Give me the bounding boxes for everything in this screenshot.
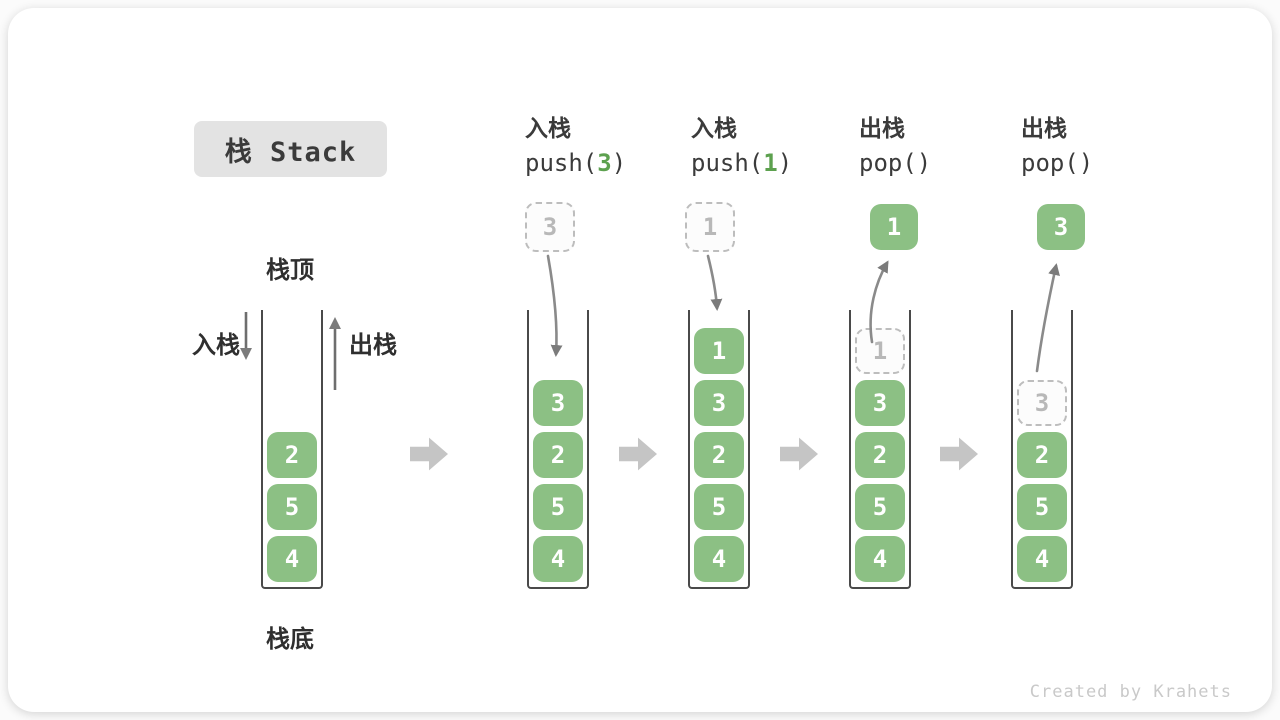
code-post: )	[1078, 149, 1094, 177]
op-header-pop-3: 出栈 pop()	[1021, 114, 1191, 180]
op-label: 出栈	[1021, 116, 1067, 142]
stack-cell: 2	[533, 432, 583, 478]
stack-cell: 4	[1017, 536, 1067, 582]
code-pre: push(	[525, 149, 598, 177]
stack-cell: 5	[694, 484, 744, 530]
code-pre: pop(	[859, 149, 917, 177]
stack-cell: 5	[1017, 484, 1067, 530]
next-state-arrow-icon	[780, 437, 818, 471]
stack-cell: 2	[855, 432, 905, 478]
stack-frame-2	[527, 310, 589, 589]
op-header-push-3: 入栈 push(3)	[525, 114, 695, 180]
float-cell-pop-3: 3	[1037, 204, 1085, 250]
next-state-arrow-icon	[940, 437, 978, 471]
float-cell-pop-1: 1	[870, 204, 918, 250]
stack-frame-1	[261, 310, 323, 589]
diagram-card: 栈 Stack 入栈 push(3) 入栈 push(1) 出栈 pop() 出…	[8, 8, 1272, 712]
op-label: 入栈	[525, 116, 571, 142]
stack-bottom-label: 栈底	[266, 625, 314, 653]
stack-top-label: 栈顶	[266, 256, 314, 284]
watermark: Created by Krahets	[1029, 682, 1232, 702]
code-post: )	[777, 149, 793, 177]
stack-cell: 3	[694, 380, 744, 426]
code-pre: push(	[691, 149, 764, 177]
code-arg: 1	[763, 149, 778, 177]
stack-cell-popped: 3	[1017, 380, 1067, 426]
stack-cell: 1	[694, 328, 744, 374]
code-arg: 3	[597, 149, 612, 177]
stack-frame-5	[1011, 310, 1073, 589]
stack-cell: 3	[533, 380, 583, 426]
op-header-pop-1: 出栈 pop()	[859, 114, 1029, 180]
op-label: 入栈	[691, 116, 737, 142]
code-post: )	[611, 149, 627, 177]
code-pre: pop(	[1021, 149, 1079, 177]
op-code: push(3)	[525, 146, 695, 180]
code-post: )	[916, 149, 932, 177]
stack-cell: 4	[267, 536, 317, 582]
stack-cell: 5	[533, 484, 583, 530]
push-side-label: 入栈	[192, 331, 240, 359]
op-code: pop()	[859, 146, 1029, 180]
op-code: pop()	[1021, 146, 1191, 180]
stack-cell-popped: 1	[855, 328, 905, 374]
stack-cell: 2	[694, 432, 744, 478]
stack-cell: 4	[533, 536, 583, 582]
title-badge: 栈 Stack	[194, 121, 387, 177]
op-label: 出栈	[859, 116, 905, 142]
op-code: push(1)	[691, 146, 861, 180]
stack-cell: 2	[267, 432, 317, 478]
stack-cell: 3	[855, 380, 905, 426]
pop-side-label: 出栈	[349, 331, 397, 359]
float-cell-push-3: 3	[525, 202, 575, 252]
stack-cell: 5	[267, 484, 317, 530]
stack-frame-4	[849, 310, 911, 589]
stack-cell: 5	[855, 484, 905, 530]
push-1-arrow	[706, 254, 723, 311]
next-state-arrow-icon	[619, 437, 657, 471]
stack-cell: 4	[694, 536, 744, 582]
stack-frame-3	[688, 310, 750, 589]
stack-cell: 2	[1017, 432, 1067, 478]
float-cell-push-1: 1	[685, 202, 735, 252]
next-state-arrow-icon	[410, 437, 448, 471]
title-text: 栈 Stack	[224, 136, 357, 168]
op-header-push-1: 入栈 push(1)	[691, 114, 861, 180]
stack-cell: 4	[855, 536, 905, 582]
